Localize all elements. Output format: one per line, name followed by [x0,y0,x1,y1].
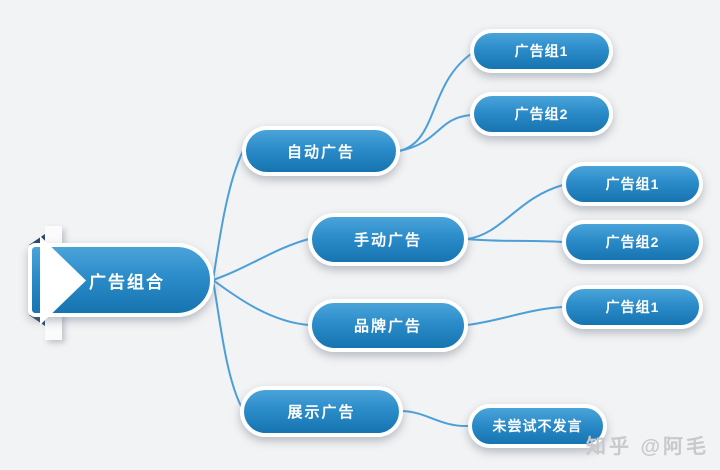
connector-root-auto [212,150,244,281]
leaf-label: 广告组2 [605,234,660,250]
connector-auto-group1 [398,53,472,152]
leaf-node-auto-group1: 广告组1 [470,29,613,73]
branch-node-display-ads: 展示广告 [240,386,403,437]
branch-node-brand-ads: 品牌广告 [308,299,468,352]
branch-label: 手动广告 [353,232,422,249]
branch-label: 品牌广告 [353,318,422,335]
ribbon-fold-bottom [29,315,45,326]
connector-root-manual [212,238,310,281]
leaf-label: 广告组1 [605,299,660,315]
branch-label: 自动广告 [286,143,355,161]
leaf-node-display-note: 未尝试不发言 [468,404,607,448]
connector-root-display [212,279,243,409]
branch-node-auto-ads: 自动广告 [242,126,400,176]
connector-display-note [401,410,470,428]
connector-brand-group1 [466,306,564,326]
connector-root-brand [212,279,310,326]
leaf-node-manual-group2: 广告组2 [562,220,703,264]
leaf-node-auto-group2: 广告组2 [470,92,613,136]
leaf-label: 广告组2 [514,106,569,122]
root-node-label: 广告组合 [89,272,165,292]
leaf-node-brand-group1: 广告组1 [562,285,703,329]
ribbon-fold-top [29,234,45,245]
connector-manual-group1 [466,184,564,240]
watermark-text: 知乎 @阿毛 [586,436,710,458]
leaf-node-manual-group1: 广告组1 [562,162,703,206]
leaf-label: 广告组1 [514,43,569,59]
connector-manual-group2 [466,238,564,243]
branch-label: 展示广告 [287,404,356,421]
branch-node-manual-ads: 手动广告 [308,213,468,266]
leaf-label: 未尝试不发言 [492,418,583,434]
connector-auto-group2 [398,114,472,152]
leaf-label: 广告组1 [605,176,660,192]
